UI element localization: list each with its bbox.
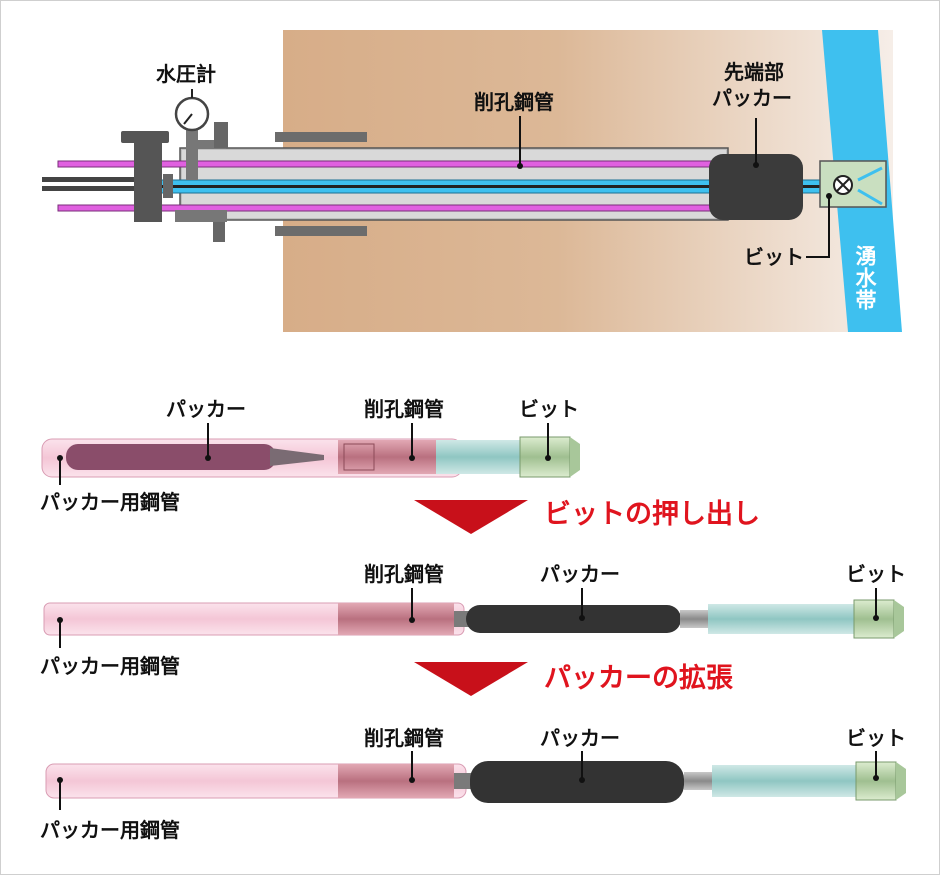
gauge-needle <box>183 113 193 125</box>
label-pressure-gauge: 水圧計 <box>156 62 216 86</box>
step3-bit-tip <box>896 762 906 800</box>
label-step3-drill-pipe: 削孔鋼管 <box>364 726 444 750</box>
label-bit-top: ビット <box>744 245 804 269</box>
step2-drill-pipe <box>338 603 454 635</box>
label-step1-packer: パッカー <box>166 397 246 421</box>
step2-bit-leader-dot <box>873 615 879 621</box>
step2-pipe-leader-dot <box>57 617 63 623</box>
bottom-valve <box>213 222 225 242</box>
step1-packer-body <box>66 444 276 470</box>
step2-assembly <box>43 588 904 648</box>
down-arrow-2 <box>414 662 528 696</box>
bit-leader <box>806 196 830 258</box>
step2-packer <box>466 605 681 633</box>
label-tip-packer-line2: パッカー <box>712 86 792 110</box>
head-collar <box>163 174 173 198</box>
jet-down <box>857 188 883 206</box>
rod-left-1 <box>42 177 142 182</box>
step2-packer-leader-dot <box>579 615 585 621</box>
jet-up <box>857 166 883 182</box>
step1-thread <box>343 443 375 471</box>
label-water-zone: 湧水帯 <box>853 245 877 311</box>
gauge-stem <box>186 128 198 180</box>
tip-packer-leader-dot <box>753 162 759 168</box>
label-step3-packer: パッカー <box>540 726 620 750</box>
step2-connector <box>680 610 708 628</box>
step3-drill-leader-dot <box>409 777 415 783</box>
label-tip-packer-line1: 先端部 <box>724 60 784 84</box>
label-step1-packer-pipe: パッカー用鋼管 <box>40 490 180 514</box>
step3-drill-pipe <box>338 764 454 798</box>
step1-bit-leader-dot <box>545 455 551 461</box>
drill-pipe-leader-dot <box>517 163 523 169</box>
label-step3-bit: ビット <box>846 726 906 750</box>
step1-drill-leader-dot <box>409 455 415 461</box>
top-cross-section <box>42 30 902 332</box>
step3-packer <box>470 761 684 803</box>
label-step1-bit: ビット <box>519 397 579 421</box>
step1-pipe-leader-dot <box>57 455 63 461</box>
down-arrow-1 <box>414 500 528 534</box>
label-step2-packer: パッカー <box>540 562 620 586</box>
step1-inner-tube <box>436 440 536 474</box>
rod-left-2 <box>42 186 142 191</box>
head-body <box>134 140 162 222</box>
valve-cross-b <box>836 178 850 192</box>
step2-bit-tip <box>894 600 904 638</box>
bit-leader-dot <box>826 193 832 199</box>
center-rod <box>140 185 840 188</box>
gauge-branch <box>198 140 226 149</box>
step1-bit <box>519 436 571 478</box>
label-drill-pipe-top: 削孔鋼管 <box>474 90 554 114</box>
step3-inner-tube <box>712 765 856 797</box>
step1-packer-leader-dot <box>205 455 211 461</box>
step3-connector <box>684 772 712 790</box>
step3-assembly <box>45 751 906 810</box>
gauge-valve <box>214 122 228 148</box>
label-action-push-bit: ビットの押し出し <box>544 499 760 530</box>
label-step2-packer-pipe: パッカー用鋼管 <box>40 654 180 678</box>
label-step2-bit: ビット <box>846 562 906 586</box>
step2-drill-leader-dot <box>409 617 415 623</box>
step3-coupler <box>454 773 474 789</box>
bottom-branch <box>175 210 227 222</box>
step1-packer-tail <box>270 448 324 466</box>
label-step1-drill-pipe: 削孔鋼管 <box>364 397 444 421</box>
step2-inner-tube <box>708 604 854 634</box>
label-step2-drill-pipe: 削孔鋼管 <box>364 562 444 586</box>
step1-bit-tip <box>570 437 580 477</box>
casing-flange-top <box>275 132 367 142</box>
step3-bit-leader-dot <box>873 775 879 781</box>
step1-assembly <box>41 423 580 485</box>
tip-packer <box>709 154 803 220</box>
label-step3-packer-pipe: パッカー用鋼管 <box>40 818 180 842</box>
step3-packer-leader-dot <box>579 777 585 783</box>
step3-pipe-leader-dot <box>57 777 63 783</box>
label-action-expand-packer: パッカーの拡張 <box>544 663 733 694</box>
casing-flange-bottom <box>275 226 367 236</box>
